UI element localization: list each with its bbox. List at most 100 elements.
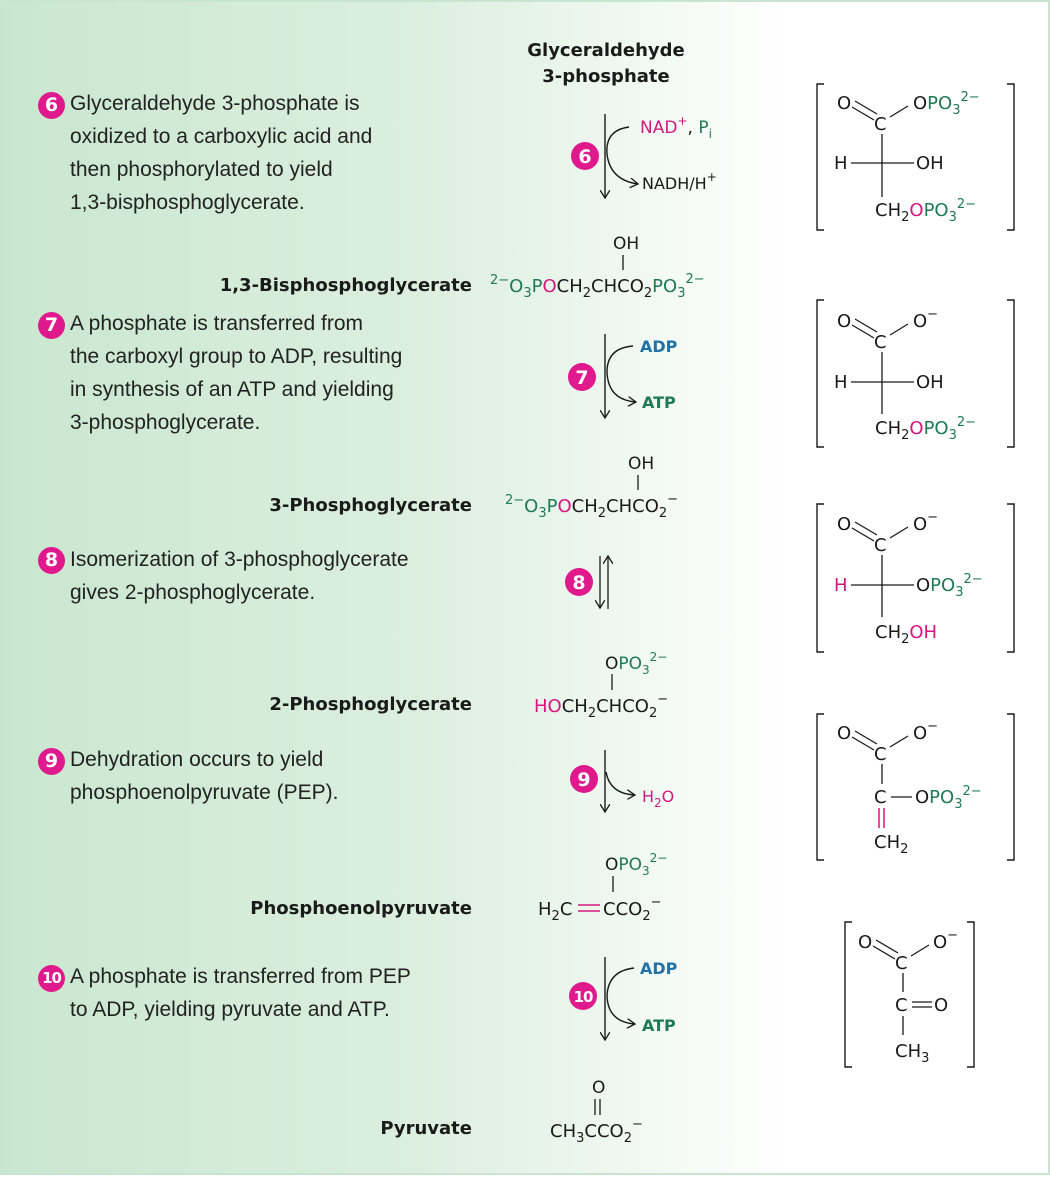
svg-text:CCO2−: CCO2−: [603, 895, 662, 924]
svg-text:O: O: [837, 93, 851, 114]
svg-text:C: C: [874, 535, 887, 556]
svg-text:NADH/H+: NADH/H+: [642, 170, 717, 193]
svg-text:O: O: [837, 514, 851, 535]
step-9-line: phosphoenolpyruvate (PEP).: [70, 781, 339, 804]
svg-text:ATP: ATP: [642, 393, 676, 412]
step-9-badge: 9: [38, 748, 65, 775]
formula-1-3-bisphosphoglycerate: OH 2−O3POCH2CHCO2PO32−: [490, 234, 705, 301]
compound-name-2-phosphoglycerate: 2-Phosphoglycerate: [269, 694, 472, 715]
step-7-line: the carboxyl group to ADP, resulting: [70, 345, 403, 368]
compound-name-pyruvate: Pyruvate: [380, 1118, 472, 1139]
step-7-line: 3-phosphoglycerate.: [70, 411, 261, 434]
compound-name-1-3-bisphosphoglycerate: 1,3-Bisphosphoglycerate: [219, 275, 472, 296]
step-10-line: A phosphate is transferred from PEP: [70, 965, 411, 988]
svg-text:2−O3POCH2CHCO2−: 2−O3POCH2CHCO2−: [505, 492, 678, 521]
structure-3-phosphoglycerate: O C O− H OH CH2OPO32−: [816, 299, 1015, 448]
step-6-line: oxidized to a carboxylic acid and: [70, 125, 373, 148]
svg-text:NAD+, Pi: NAD+, Pi: [640, 114, 712, 141]
step-8-line: Isomerization of 3-phosphoglycerate: [70, 548, 409, 571]
step-10-arrow: 10 ADP ATP: [569, 957, 678, 1040]
svg-text:OPO32−: OPO32−: [915, 784, 982, 812]
svg-text:H: H: [834, 575, 848, 596]
step-6-line: 1,3-bisphosphoglycerate.: [70, 191, 305, 214]
svg-text:O: O: [592, 1078, 605, 1098]
svg-text:H2C: H2C: [538, 899, 572, 924]
svg-text:6: 6: [578, 146, 591, 168]
compound-name-glyceraldehyde-3-phosphate: Glyceraldehyde 3-phosphate: [456, 38, 756, 90]
svg-text:OPO32−: OPO32−: [605, 851, 667, 878]
step-9-description: Dehydration occurs to yield phosphoenolp…: [70, 743, 500, 809]
svg-text:OH: OH: [916, 153, 944, 174]
svg-text:C: C: [874, 332, 887, 353]
svg-text:O−: O−: [913, 510, 938, 535]
step-7-line: in synthesis of an ATP and yielding: [70, 378, 394, 401]
svg-text:OPO32−: OPO32−: [913, 90, 980, 118]
formula-pyruvate: O CH3CCO2−: [550, 1078, 643, 1146]
svg-text:C: C: [874, 744, 887, 765]
svg-text:8: 8: [572, 572, 585, 594]
step-7-arrow: 7 ADP ATP: [568, 334, 678, 418]
structure-pyruvate: O C O− C O CH3: [844, 921, 975, 1068]
svg-text:OH: OH: [613, 234, 639, 254]
svg-text:OPO32−: OPO32−: [605, 650, 667, 677]
svg-text:O−: O−: [913, 719, 938, 744]
svg-text:ADP: ADP: [640, 959, 678, 978]
svg-text:O−: O−: [933, 928, 958, 953]
svg-text:9: 9: [577, 769, 590, 791]
svg-text:7: 7: [575, 367, 588, 389]
step-9-arrow: 9 H2O: [570, 750, 674, 812]
step-10-line: to ADP, yielding pyruvate and ATP.: [70, 998, 390, 1021]
step-6-line: Glyceraldehyde 3-phosphate is: [70, 92, 360, 115]
svg-text:H: H: [834, 372, 848, 393]
svg-text:CH3CCO2−: CH3CCO2−: [550, 1117, 643, 1146]
svg-text:O: O: [837, 311, 851, 332]
svg-text:O: O: [934, 995, 948, 1016]
step-10-badge: 10: [38, 965, 65, 992]
step-7-badge: 7: [38, 312, 65, 339]
compound-name-line: Glyceraldehyde: [527, 40, 685, 61]
svg-text:ADP: ADP: [640, 337, 678, 356]
svg-text:2−O3POCH2CHCO2PO32−: 2−O3POCH2CHCO2PO32−: [490, 272, 705, 301]
svg-text:CH2: CH2: [874, 832, 908, 857]
svg-text:ATP: ATP: [642, 1016, 676, 1035]
svg-text:OH: OH: [628, 454, 654, 474]
svg-text:CH3: CH3: [895, 1041, 929, 1066]
structure-phosphoenolpyruvate: O C O− C OPO32− CH2: [816, 713, 1015, 861]
step-8-equilibrium-arrow: 8: [565, 556, 608, 609]
svg-text:OPO32−: OPO32−: [916, 572, 983, 600]
svg-text:10: 10: [574, 988, 593, 1006]
step-9-line: Dehydration occurs to yield: [70, 748, 324, 771]
compound-name-line: 3-phosphate: [542, 66, 670, 87]
step-7-line: A phosphate is transferred from: [70, 312, 363, 335]
step-10-description: A phosphate is transferred from PEP to A…: [70, 960, 500, 1026]
svg-text:CH2OPO32−: CH2OPO32−: [875, 415, 976, 443]
svg-text:HOCH2CHCO2−: HOCH2CHCO2−: [534, 692, 668, 721]
formula-2-phosphoglycerate: OPO32− HOCH2CHCO2−: [534, 650, 668, 721]
formula-phosphoenolpyruvate: OPO32− H2C CCO2−: [538, 851, 667, 924]
svg-text:C: C: [895, 995, 908, 1016]
svg-text:O−: O−: [913, 307, 938, 332]
svg-text:CH2OPO32−: CH2OPO32−: [875, 197, 976, 225]
svg-text:C: C: [895, 953, 908, 974]
svg-text:H: H: [834, 153, 848, 174]
structure-1-3-bisphosphoglycerate: O C OPO32− H OH CH2OPO32−: [816, 83, 1015, 231]
svg-text:O: O: [858, 932, 872, 953]
svg-text:OH: OH: [916, 372, 944, 393]
svg-text:C: C: [874, 787, 887, 808]
compound-name-3-phosphoglycerate: 3-Phosphoglycerate: [269, 495, 472, 516]
svg-text:H2O: H2O: [642, 787, 674, 810]
svg-text:CH2OH: CH2OH: [875, 622, 937, 647]
step-8-badge: 8: [38, 547, 65, 574]
svg-text:O: O: [837, 723, 851, 744]
step-7-description: A phosphate is transferred from the carb…: [70, 307, 500, 439]
step-6-badge: 6: [38, 92, 65, 119]
formula-3-phosphoglycerate: OH 2−O3POCH2CHCO2−: [505, 454, 678, 521]
step-6-arrow: 6 NAD+, Pi NADH/H+: [571, 114, 717, 198]
step-8-line: gives 2-phosphoglycerate.: [70, 581, 316, 604]
step-6-line: then phosphorylated to yield: [70, 158, 333, 181]
step-6-description: Glyceraldehyde 3-phosphate is oxidized t…: [70, 87, 500, 219]
structure-2-phosphoglycerate: O C O− H OPO32− CH2OH: [816, 503, 1015, 653]
compound-name-phosphoenolpyruvate: Phosphoenolpyruvate: [250, 898, 472, 919]
